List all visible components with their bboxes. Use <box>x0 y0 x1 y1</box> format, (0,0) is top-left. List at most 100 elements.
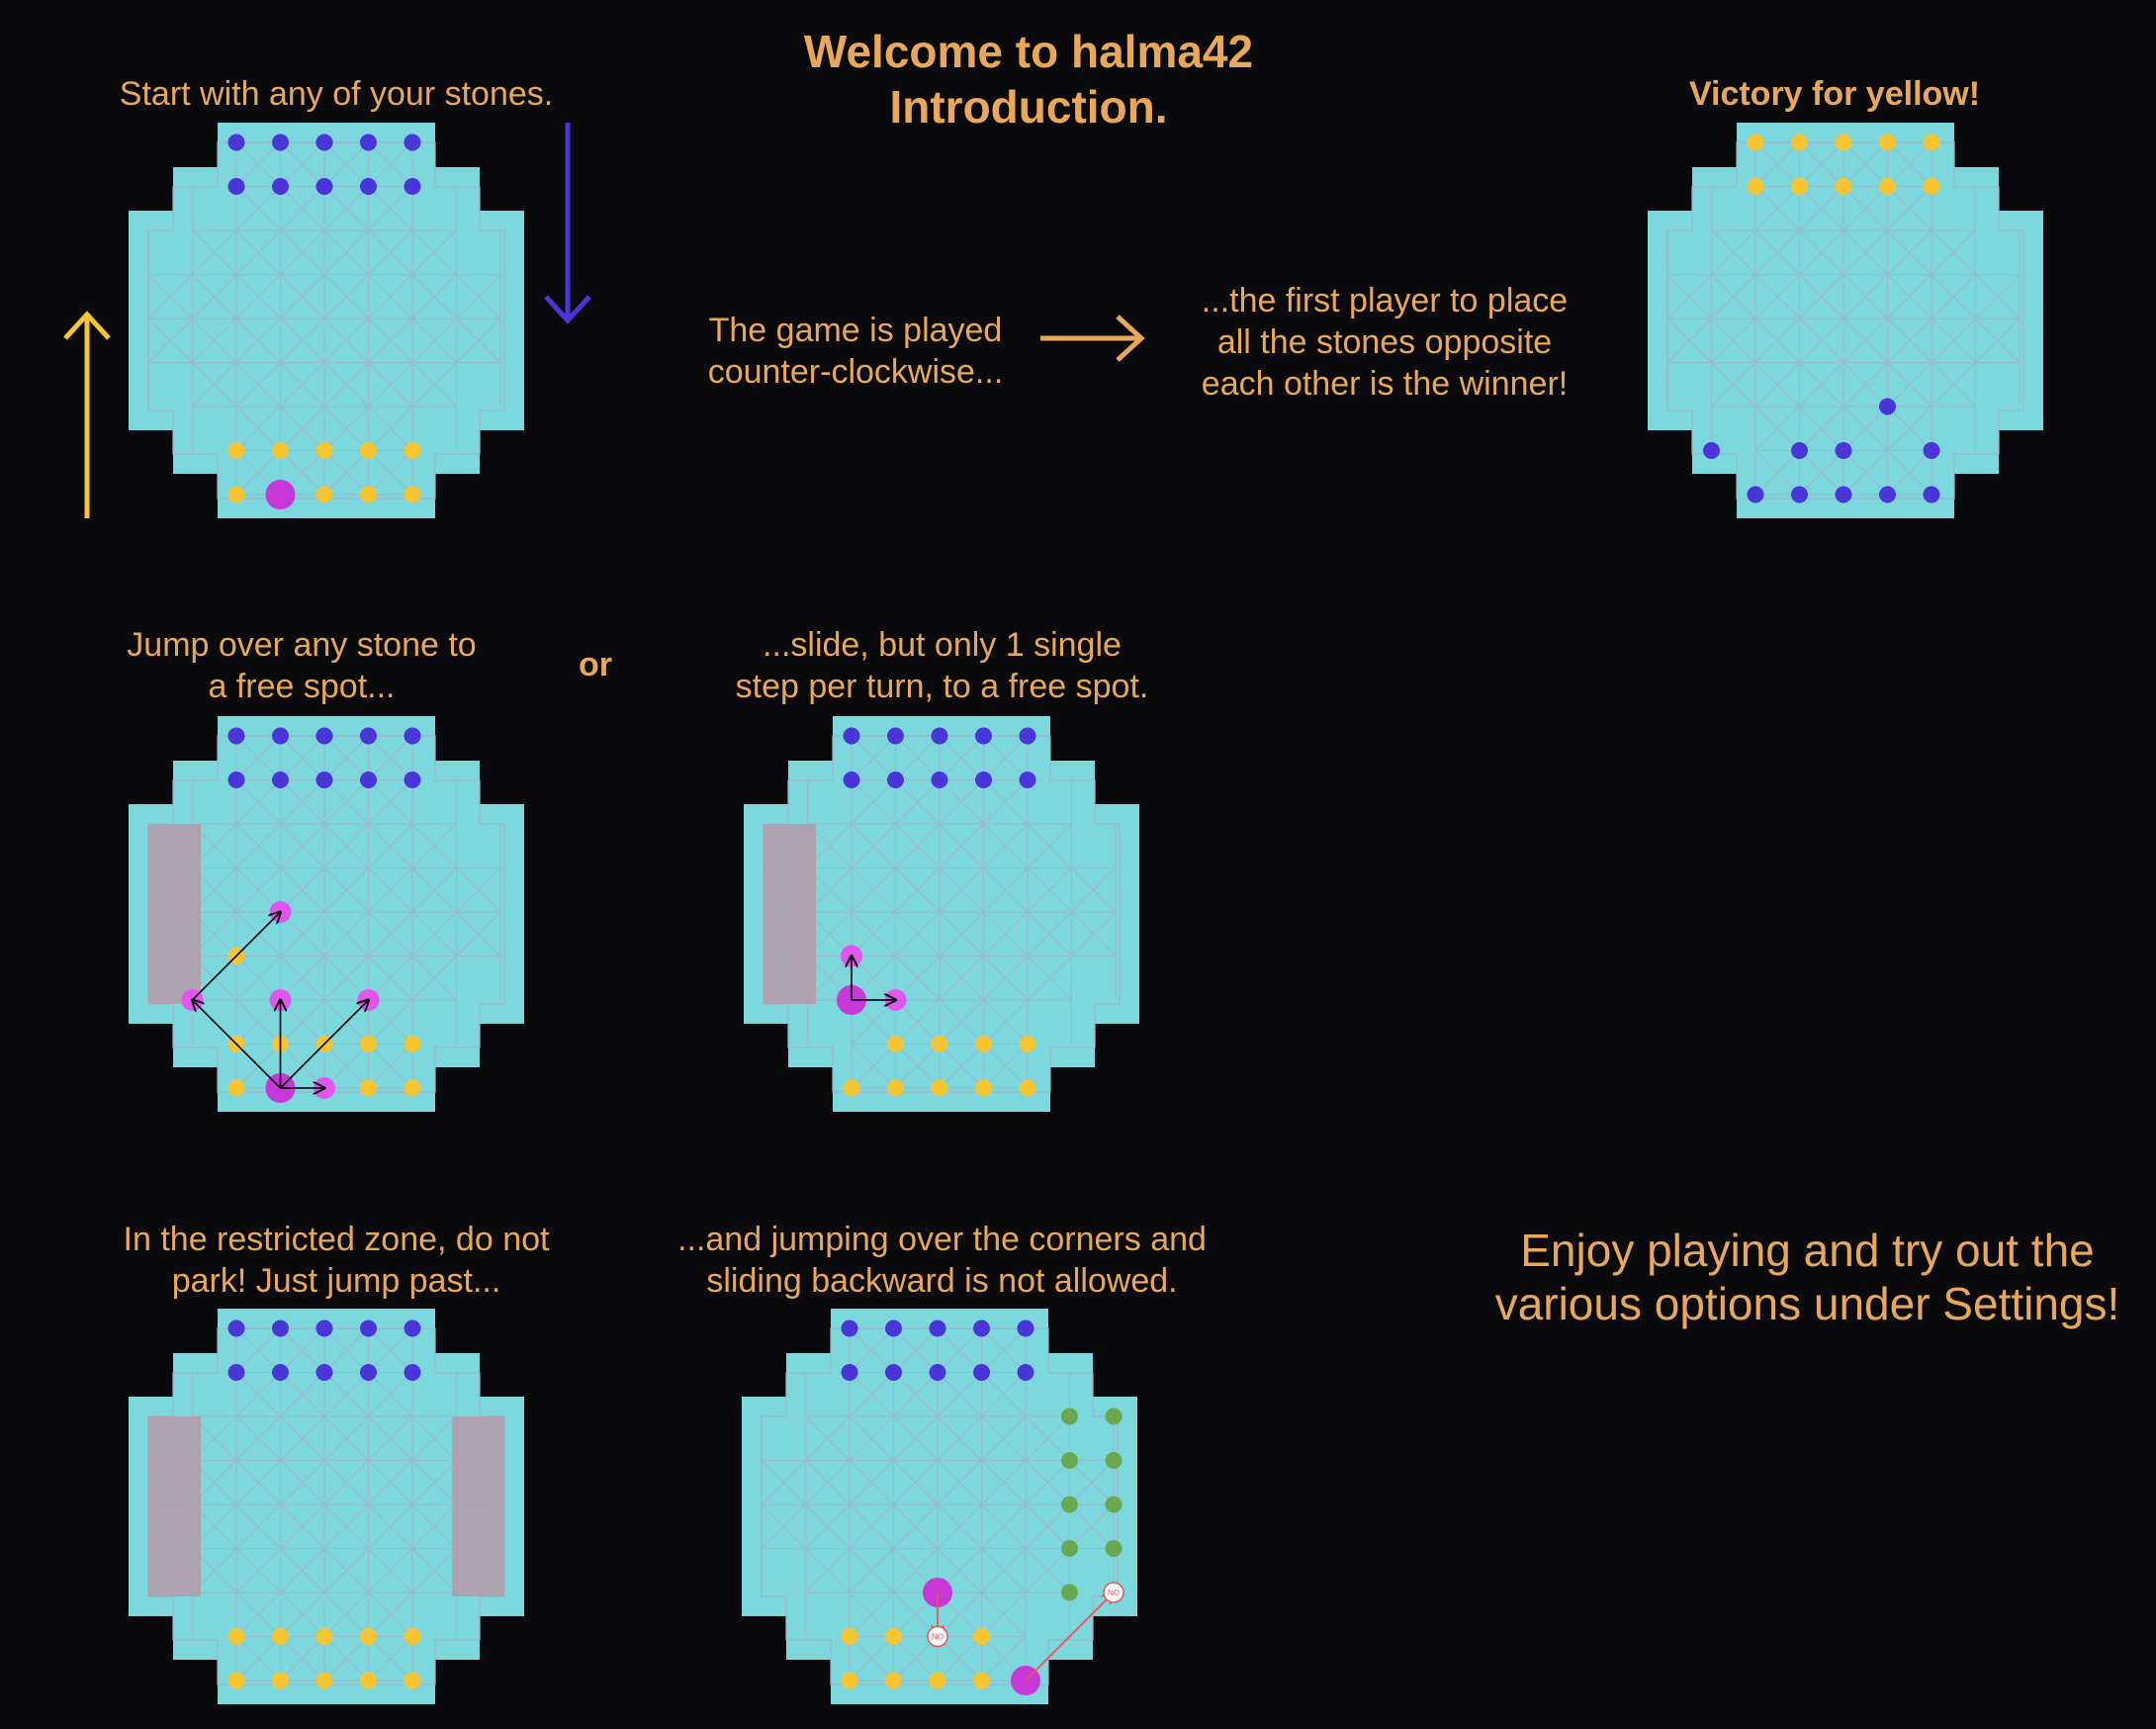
board-grid <box>1666 141 2021 496</box>
yellow-stone <box>272 1628 289 1645</box>
caption-play-order-line-2: counter-clockwise... <box>707 353 1004 391</box>
caption-restricted-line-1: In the restricted zone, do not <box>123 1221 550 1258</box>
board-grid-border <box>147 141 505 500</box>
blue-stone <box>1879 486 1896 503</box>
blue-stone <box>973 1364 990 1381</box>
blue-stone <box>315 1320 333 1337</box>
caption-corners-line-1: ...and jumping over the corners and <box>677 1221 1207 1258</box>
forbidden-badge: NO <box>1103 1582 1124 1603</box>
move-arrow <box>191 912 281 1001</box>
yellow-stone <box>315 1672 333 1689</box>
right-arrow-icon <box>1040 315 1145 362</box>
yellow-stone <box>227 1628 245 1645</box>
blue-stone <box>227 1320 245 1337</box>
yellow-stone <box>360 442 377 459</box>
blue-stone <box>272 1320 289 1337</box>
board-victory <box>1648 123 2043 518</box>
caption-enjoy: Enjoy playing and try out the various op… <box>1469 1224 2146 1330</box>
blue-stone <box>1791 486 1808 503</box>
restricted-zone-right <box>452 1416 504 1596</box>
caption-goal: ...the first player to place all the sto… <box>1167 280 1602 405</box>
caption-restricted: In the restricted zone, do not park! Jus… <box>99 1219 574 1302</box>
blue-stone <box>272 1364 289 1381</box>
yellow-stone <box>360 1036 377 1052</box>
blue-stone <box>1879 398 1896 415</box>
blue-stone <box>360 134 377 151</box>
yellow-stone <box>929 1672 946 1689</box>
yellow-stone <box>931 1036 948 1052</box>
yellow-stone <box>360 1672 377 1689</box>
blue-stone <box>1019 772 1036 788</box>
yellow-stone <box>360 1079 377 1097</box>
blue-stone <box>315 772 333 788</box>
caption-slide-line-1: ...slide, but only 1 single <box>763 626 1122 664</box>
blue-stone <box>404 772 421 788</box>
green-stone <box>1061 1496 1078 1513</box>
move-arrow <box>279 1000 369 1089</box>
yellow-stone <box>360 486 377 503</box>
no-badge-icon <box>1103 1582 1124 1603</box>
blue-stone <box>1017 1364 1034 1381</box>
caption-corners: ...and jumping over the corners and slid… <box>653 1219 1231 1302</box>
blue-stone <box>227 727 245 745</box>
blue-stone <box>887 772 904 788</box>
caption-restricted-line-2: park! Just jump past... <box>171 1262 501 1300</box>
yellow-stone <box>887 1036 904 1052</box>
green-stone <box>1061 1584 1078 1601</box>
yellow-stone <box>841 1672 858 1689</box>
yellow-stone <box>1791 178 1808 195</box>
blue-stone <box>404 727 421 745</box>
board-grid-border <box>1666 141 2024 500</box>
blue-stone <box>1703 442 1720 459</box>
yellow-stone <box>315 1628 333 1645</box>
caption-victory: Victory for yellow! <box>1688 75 1981 113</box>
no-badge-label: NO <box>1108 1589 1120 1597</box>
blue-stone <box>1923 442 1940 459</box>
blue-stone <box>315 1364 333 1381</box>
yellow-stone <box>272 442 289 459</box>
blue-stone <box>227 178 245 195</box>
title-line-1: Welcome to halma42 <box>803 26 1254 77</box>
blue-stone <box>272 772 289 788</box>
blue-stone <box>931 772 948 788</box>
board-jump <box>129 716 524 1112</box>
caption-jump-line-1: Jump over any stone to <box>127 626 477 664</box>
yellow-stone <box>885 1672 902 1689</box>
yellow-stone <box>315 442 333 459</box>
caption-goal-line-2: all the stones opposite <box>1216 323 1553 361</box>
blue-stone <box>843 772 860 788</box>
caption-enjoy-line-2: various options under Settings! <box>1494 1278 2120 1329</box>
yellow-stone <box>1879 134 1896 151</box>
yellow-stone <box>885 1628 902 1645</box>
restricted-zone-left <box>148 1416 201 1596</box>
yellow-stone <box>1019 1079 1036 1097</box>
caption-slide: ...slide, but only 1 single step per tur… <box>692 624 1192 707</box>
yellow-up-arrow-icon <box>63 311 111 518</box>
board-restricted <box>129 1309 524 1704</box>
restricted-zone-left <box>148 824 201 1004</box>
blue-stone <box>1923 486 1940 503</box>
yellow-stone <box>404 1628 421 1645</box>
yellow-stone <box>973 1672 990 1689</box>
caption-corners-line-2: sliding backward is not allowed. <box>706 1262 1178 1300</box>
blue-stone <box>929 1364 946 1381</box>
blue-stone <box>404 178 421 195</box>
yellow-stone <box>1019 1036 1036 1052</box>
yellow-stone <box>360 1628 377 1645</box>
yellow-stone <box>404 1036 421 1052</box>
caption-play-order-line-1: The game is played <box>708 312 1003 349</box>
blue-stone <box>973 1320 990 1337</box>
green-stone <box>1105 1540 1123 1557</box>
yellow-stone <box>931 1079 948 1097</box>
green-stone <box>1105 1496 1123 1513</box>
board-start <box>129 123 524 518</box>
caption-enjoy-line-1: Enjoy playing and try out the <box>1520 1225 2095 1276</box>
blue-stone <box>1017 1320 1034 1337</box>
caption-goal-line-3: each other is the winner! <box>1201 365 1569 403</box>
yellow-stone <box>1879 178 1896 195</box>
caption-jump-line-2: a free spot... <box>208 668 396 705</box>
caption-or: or <box>579 646 612 683</box>
yellow-stone <box>1923 178 1940 195</box>
blue-stone <box>360 1364 377 1381</box>
